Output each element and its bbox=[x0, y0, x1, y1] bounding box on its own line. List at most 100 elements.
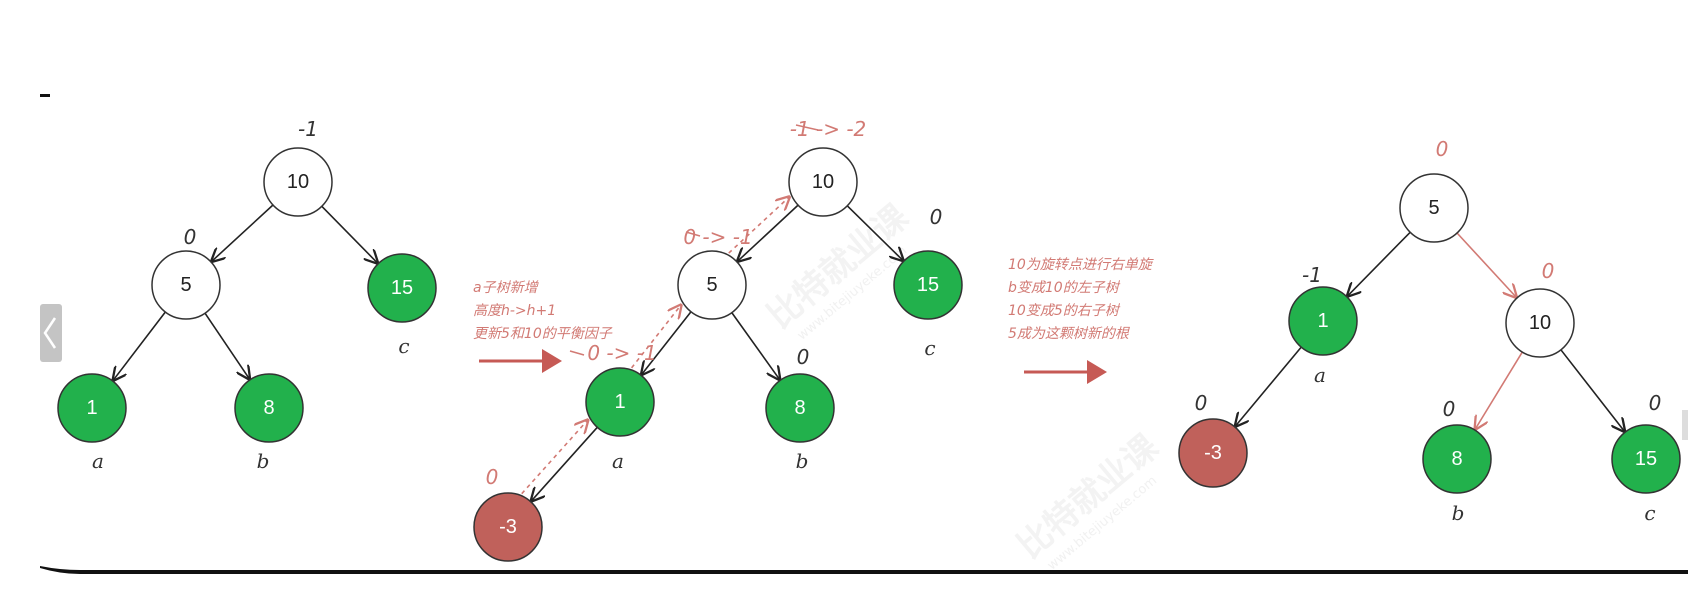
note-insert-line: 更新5和10的平衡因子 bbox=[473, 326, 613, 342]
tree-node: 8b bbox=[234, 373, 304, 473]
node-circle bbox=[367, 253, 437, 323]
update-trace-edge bbox=[630, 305, 681, 369]
node-circle bbox=[1288, 286, 1358, 356]
balance-factor: 0 -> -1 bbox=[683, 225, 752, 249]
step-arrow-2 bbox=[1024, 360, 1107, 384]
node-circle bbox=[1178, 418, 1248, 488]
balance-factor: 0 bbox=[486, 465, 499, 489]
node-label: -3 bbox=[1204, 442, 1222, 464]
tree-edge bbox=[642, 311, 692, 375]
node-circle bbox=[1399, 173, 1469, 243]
tree-node: 1 0 -> -1 a bbox=[585, 341, 657, 473]
node-label: 15 bbox=[391, 277, 413, 299]
node-label: 8 bbox=[263, 397, 274, 419]
node-label: 15 bbox=[1635, 448, 1657, 470]
node-circle bbox=[788, 147, 858, 217]
balance-factor: 0 bbox=[184, 225, 197, 249]
note-insert-line: a子树新增 bbox=[473, 280, 540, 296]
tree-node: 15 c bbox=[367, 253, 437, 358]
subtree-label: c bbox=[398, 334, 409, 358]
balance-factor: 0 -> -1 bbox=[587, 341, 656, 365]
subtree-label: b bbox=[796, 449, 809, 473]
node-label: 10 bbox=[287, 171, 309, 193]
note-rotate-line: 10为旋转点进行右单旋 bbox=[1008, 257, 1154, 273]
tree-node: -3 0 bbox=[473, 465, 543, 562]
side-collapse-handle[interactable] bbox=[40, 304, 62, 362]
node-circle bbox=[57, 373, 127, 443]
chevron-left-icon bbox=[43, 317, 57, 349]
node-circle bbox=[263, 147, 333, 217]
tree-edge bbox=[113, 311, 166, 380]
factor-strikes bbox=[569, 124, 819, 356]
tree-edge-highlight bbox=[1475, 351, 1523, 429]
subtree-label: a bbox=[1314, 363, 1326, 387]
node-circle bbox=[765, 373, 835, 443]
note-rotate: 10为旋转点进行右单旋 b变成10的左子树 10变成5的右子树 5成为这颗树新的… bbox=[1008, 257, 1156, 342]
tree-edge bbox=[846, 205, 903, 261]
tree-edge bbox=[204, 312, 249, 379]
node-label: 15 bbox=[917, 274, 939, 296]
subtree-label: b bbox=[257, 449, 270, 473]
tree-node: 50 bbox=[151, 225, 221, 320]
tree-node: 1 -1 a bbox=[1288, 263, 1358, 387]
tree-edge bbox=[731, 312, 780, 380]
tree-node: 10 -1 -> -2 bbox=[788, 117, 867, 217]
tree-edge bbox=[531, 426, 598, 501]
subtree-label: b bbox=[1452, 501, 1465, 525]
node-circle bbox=[585, 367, 655, 437]
tree-edge bbox=[1235, 346, 1302, 426]
note-insert: a子树新增 高度h->h+1 更新5和10的平衡因子 bbox=[473, 280, 613, 342]
node-label: 8 bbox=[794, 397, 805, 419]
tree-node: 10 -1 bbox=[263, 117, 333, 217]
balance-factor: 0 bbox=[1542, 259, 1555, 283]
node-label: 10 bbox=[1529, 312, 1551, 334]
tree-edge bbox=[738, 204, 799, 261]
node-label: 5 bbox=[180, 274, 191, 296]
node-circle bbox=[893, 250, 963, 320]
note-rotate-line: 5成为这颗树新的根 bbox=[1008, 326, 1131, 342]
subtree-label: c bbox=[1644, 501, 1655, 525]
tree-node: 50 bbox=[1399, 137, 1469, 243]
tree-edge bbox=[1348, 231, 1411, 296]
node-label: 5 bbox=[1428, 197, 1439, 219]
node-label: -3 bbox=[499, 516, 517, 538]
node-label: 1 bbox=[614, 391, 625, 413]
note-insert-line: 高度h->h+1 bbox=[473, 303, 556, 319]
subtree-label: a bbox=[612, 449, 624, 473]
tree-node: 10 0 bbox=[1505, 259, 1575, 358]
update-trace-edge bbox=[521, 420, 588, 495]
balance-factor: 0 bbox=[1195, 391, 1208, 415]
balance-factor: 0 bbox=[797, 345, 810, 369]
tree-node: 8 0 b bbox=[765, 345, 835, 473]
node-label: 5 bbox=[706, 274, 717, 296]
frame bbox=[40, 94, 1688, 574]
tree-edge bbox=[212, 204, 274, 261]
tree-node: 8 0 b bbox=[1422, 397, 1492, 525]
node-circle bbox=[151, 250, 221, 320]
balance-factor: 0 bbox=[930, 205, 943, 229]
node-circle bbox=[1611, 424, 1681, 494]
note-rotate-line: b变成10的左子树 bbox=[1008, 280, 1121, 296]
node-label: 1 bbox=[1317, 310, 1328, 332]
node-label: 8 bbox=[1451, 448, 1462, 470]
balance-factor: 0 bbox=[1649, 391, 1662, 415]
update-trace-edge bbox=[728, 197, 789, 254]
tree-node: 1a bbox=[57, 373, 127, 473]
balance-factor: 0 bbox=[1436, 137, 1449, 161]
balance-factor: -1 bbox=[298, 117, 318, 141]
node-circle bbox=[234, 373, 304, 443]
step-arrow-1 bbox=[479, 349, 562, 373]
balance-factor: -1 bbox=[1302, 263, 1322, 287]
tree-node: -3 0 bbox=[1178, 391, 1248, 488]
balance-factor: 0 bbox=[1443, 397, 1456, 421]
node-circle bbox=[473, 492, 543, 562]
tree-edge bbox=[321, 205, 378, 263]
tree-node: 15 0 c bbox=[1611, 391, 1681, 525]
node-label: 10 bbox=[812, 171, 834, 193]
subtree-label: a bbox=[92, 449, 104, 473]
balance-factor: -1 -> -2 bbox=[790, 117, 867, 141]
note-rotate-line: 10变成5的右子树 bbox=[1008, 303, 1121, 319]
